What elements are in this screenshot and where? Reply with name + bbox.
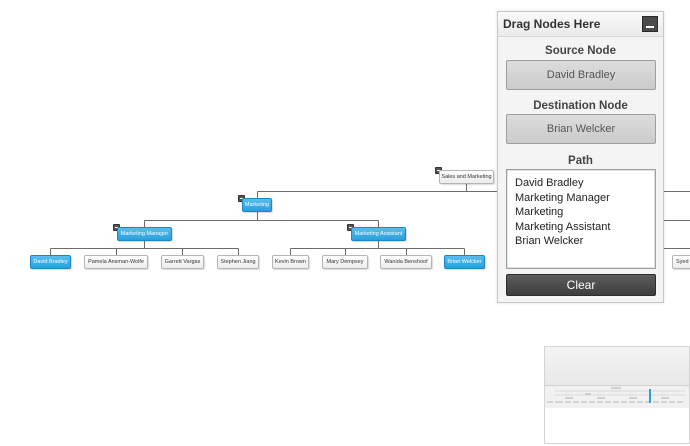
path-item: Brian Welcker xyxy=(515,235,584,248)
org-node-manager[interactable]: Marketing Manager xyxy=(117,227,172,241)
path-label: Path xyxy=(568,155,593,167)
org-node-leaf[interactable]: Syed xyxy=(672,255,690,269)
minimize-icon[interactable] xyxy=(642,16,658,32)
path-list[interactable]: David Bradley Marketing Manager Marketin… xyxy=(506,169,656,269)
panel-header[interactable]: Drag Nodes Here xyxy=(498,12,663,37)
clear-button[interactable]: Clear xyxy=(506,274,656,296)
source-node-label: Source Node xyxy=(545,45,616,57)
path-item: Marketing Manager xyxy=(515,191,610,204)
org-node-leaf[interactable]: Pamela Ansman-Wolfe xyxy=(84,255,148,269)
drag-nodes-panel[interactable]: Drag Nodes Here Source Node David Bradle… xyxy=(497,11,664,303)
destination-node-field[interactable]: Brian Welcker xyxy=(506,114,656,144)
path-item: Marketing Assistant xyxy=(515,220,611,233)
org-node-root[interactable]: Sales and Marketing xyxy=(439,170,494,184)
path-item: David Bradley xyxy=(515,177,584,189)
panel-title: Drag Nodes Here xyxy=(503,17,601,31)
org-node-manager[interactable]: Marketing Assistant xyxy=(351,227,406,241)
destination-node-label: Destination Node xyxy=(533,100,628,112)
org-node-leaf[interactable]: Stephen Jiang xyxy=(217,255,259,269)
org-node-leaf[interactable]: Wanida Benshoof xyxy=(380,255,432,269)
org-node-leaf[interactable]: Brian Welcker xyxy=(444,255,485,269)
org-node-leaf[interactable]: Kevin Brown xyxy=(272,255,309,269)
org-node-leaf[interactable]: David Bradley xyxy=(30,255,71,269)
org-node-leaf[interactable]: Mary Dempsey xyxy=(322,255,368,269)
overview-minimap[interactable] xyxy=(544,346,690,444)
source-node-field[interactable]: David Bradley xyxy=(506,60,656,90)
minimap-viewport[interactable] xyxy=(545,347,689,386)
path-item: Marketing xyxy=(515,206,564,219)
minimap-chart-thumbnail xyxy=(547,387,685,403)
org-node-level1[interactable]: Marketing xyxy=(242,198,272,212)
org-node-leaf[interactable]: Garrett Vargas xyxy=(161,255,204,269)
